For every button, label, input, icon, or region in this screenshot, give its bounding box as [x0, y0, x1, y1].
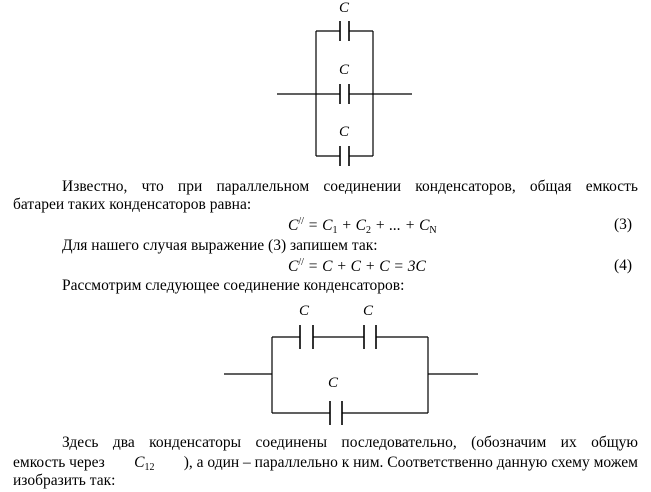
formula-4: C// = C + C + C = 3C: [288, 257, 426, 275]
paragraph-line: изобразить так:: [13, 472, 116, 489]
capacitor-label: C: [299, 303, 310, 319]
paragraph-line: Здесь два конденсаторы соединены последо…: [62, 434, 638, 451]
capacitor-label: C: [339, 0, 350, 16]
formula-3: C// = C1 + C2 + ... + CN: [288, 216, 437, 236]
paragraph-line: Для нашего случая выражение (3) запишем …: [62, 237, 378, 254]
equation-number: (3): [614, 216, 633, 233]
paragraph-line: Рассмотрим следующее соединение конденса…: [62, 277, 405, 294]
paragraph-line: Известно, что при параллельном соединени…: [62, 178, 638, 195]
equation-number: (4): [614, 257, 633, 274]
capacitor-label: C: [339, 62, 350, 78]
capacitor-label: C: [339, 124, 350, 140]
paragraph-line: емкость через C12 ), а один – параллельн…: [13, 454, 638, 473]
paragraph-line: батареи таких конденсаторов равна:: [13, 196, 252, 213]
capacitor-label: C: [363, 303, 374, 319]
capacitor-label: C: [328, 375, 339, 391]
